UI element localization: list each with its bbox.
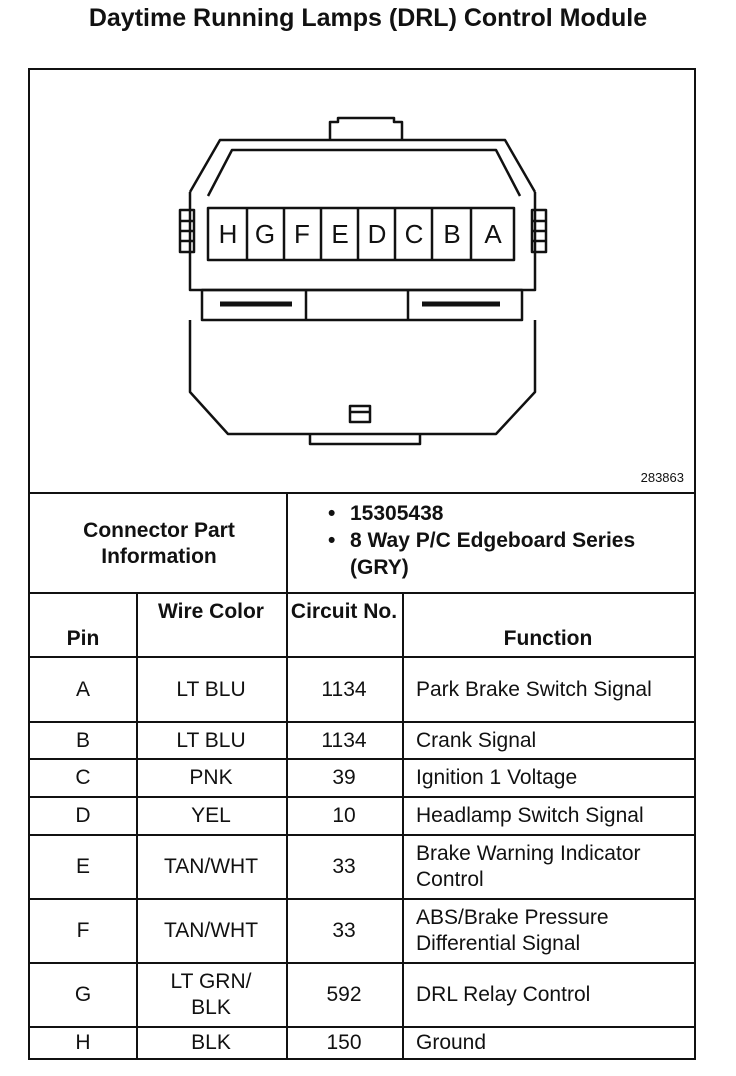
divider — [30, 592, 694, 594]
pin-label-c: C — [405, 219, 424, 249]
divider — [30, 656, 694, 658]
pin-label-f: F — [294, 219, 310, 249]
divider — [30, 492, 694, 494]
table-row-function: Ground — [416, 1031, 487, 1054]
pin-label-d: D — [368, 219, 387, 249]
connector-info-list: 15305438 8 Way P/C Edgeboard Series (GRY… — [326, 500, 686, 581]
divider — [30, 796, 694, 798]
table-row-wire-color: LT BLU — [176, 728, 246, 752]
table-row-pin: C — [75, 766, 91, 789]
connector-info-label: Connector Part Information — [83, 519, 235, 568]
divider — [30, 1026, 694, 1028]
part-number: 15305438 — [326, 500, 686, 527]
table-row-circuit: 10 — [332, 804, 356, 827]
table-row-function: Crank Signal — [416, 728, 537, 752]
divider — [30, 898, 694, 900]
table-row-circuit: 33 — [332, 919, 356, 942]
table-row-function: Ignition 1 Voltage — [416, 766, 578, 789]
table-row-wire-color: TAN/WHT — [163, 855, 259, 878]
divider — [30, 834, 694, 836]
table-row-function: Park Brake Switch Signal — [416, 677, 652, 701]
table-row-circuit: 39 — [332, 766, 356, 789]
page-title: Daytime Running Lamps (DRL) Control Modu… — [88, 4, 648, 32]
header-pin: Pin — [66, 627, 100, 650]
connector-diagram: H G F E D C B A — [178, 116, 548, 446]
table-row-pin: G — [74, 983, 92, 1006]
table-row-wire-color: PNK — [189, 766, 233, 789]
divider — [136, 592, 138, 1058]
table-row-wire-color: LT GRN/ BLK — [170, 970, 252, 1019]
pin-label-g: G — [255, 219, 275, 249]
header-circuit-no: Circuit No. — [290, 600, 398, 623]
table-row-pin: E — [75, 855, 90, 878]
pin-label-e: E — [331, 219, 348, 249]
pin-label-a: A — [484, 219, 502, 249]
table-row-circuit: 1134 — [321, 677, 367, 701]
table-row-pin: H — [75, 1031, 91, 1054]
pin-label-b: B — [443, 219, 460, 249]
table-row-pin: D — [75, 804, 91, 827]
table-row-function: DRL Relay Control — [416, 983, 591, 1006]
figure-reference-number: 283863 — [640, 470, 684, 485]
table-row-circuit: 150 — [326, 1031, 362, 1054]
table-row-circuit: 1134 — [321, 728, 367, 752]
pin-label-h: H — [219, 219, 238, 249]
divider — [286, 592, 288, 1058]
divider — [30, 758, 694, 760]
table-row-wire-color: BLK — [191, 1031, 231, 1054]
table-row-wire-color: YEL — [191, 804, 231, 827]
table-row-function: Brake Warning Indicator Control — [416, 842, 641, 891]
table-row-pin: B — [75, 728, 90, 752]
table-row-function: ABS/Brake Pressure Differential Signal — [416, 906, 609, 955]
divider — [402, 592, 404, 1058]
table-row-pin: F — [76, 919, 90, 942]
connector-series: 8 Way P/C Edgeboard Series (GRY) — [326, 527, 686, 581]
connector-sheet: H G F E D C B A 283863 Connector Part In… — [28, 68, 696, 1060]
header-function: Function — [503, 627, 593, 650]
header-wire-color: Wire Color — [158, 600, 264, 623]
divider — [30, 962, 694, 964]
divider — [30, 721, 694, 723]
table-row-circuit: 592 — [326, 983, 362, 1006]
table-row-wire-color: LT BLU — [176, 677, 246, 701]
table-row-circuit: 33 — [332, 855, 356, 878]
table-row-function: Headlamp Switch Signal — [416, 804, 644, 827]
table-row-wire-color: TAN/WHT — [163, 919, 259, 942]
divider — [286, 492, 288, 656]
table-row-pin: A — [75, 677, 90, 701]
